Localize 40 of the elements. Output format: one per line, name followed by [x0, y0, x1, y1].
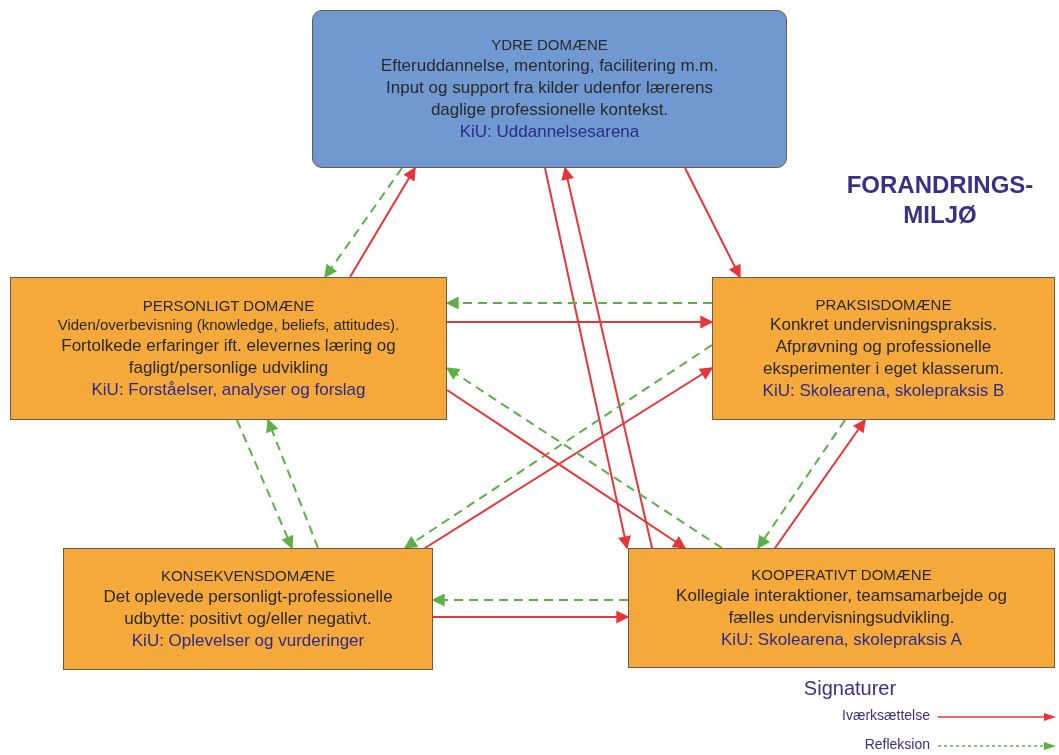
domain-heading: PERSONLIGT DOMÆNE: [142, 295, 315, 316]
legend-text: Iværksættelse: [841, 707, 930, 723]
arrow: [236, 419, 294, 550]
legend-heading: Signaturer: [802, 676, 898, 701]
description-text: Viden/overbevisning (knowledge, beliefs, attitudes).: [57, 315, 400, 335]
arena-text: KiU: Skolearena, skolepraksis A: [721, 628, 962, 651]
arrow: [432, 610, 630, 624]
arrow: [544, 167, 631, 550]
legend-text: Refleksion: [863, 736, 930, 752]
description-text: Kollegiale interaktioner, teamsamarbejde og fælles undervisningsudvikling.: [675, 584, 1008, 629]
domain-box: [63, 548, 433, 670]
description-text: Det oplevede personligt-professionelle udbytte: positivt og/eller negativt.: [102, 585, 394, 630]
description-text: Efteruddannelse, mentoring, facilitering m.m. Input og support fra kilder udenfor lærerens daglige professionelle kontekst.: [379, 54, 720, 121]
arena-text: KiU: Uddannelsesarena: [459, 120, 640, 143]
rounded-box: [312, 10, 787, 168]
arena-text: KiU: Skolearena, skolepraksis B: [762, 380, 1005, 403]
arena-text: KiU: Oplevelser og vurderinger: [131, 629, 365, 652]
arrow: [266, 418, 319, 549]
domain-box: [628, 548, 1055, 668]
arrow: [684, 167, 741, 279]
arrow: [349, 166, 416, 278]
arrow: [446, 315, 714, 329]
arrow: [445, 296, 713, 310]
domain-box: [10, 277, 447, 420]
arrow: [324, 167, 403, 279]
arrow: [561, 166, 653, 549]
arrow: [431, 593, 629, 607]
domain-box: [712, 277, 1055, 420]
arrow: [446, 389, 687, 549]
domain-heading: YDRE DOMÆNE: [491, 35, 608, 55]
domain-heading: KONSEKVENSDOMÆNE: [160, 566, 336, 586]
arena-text: KiU: Forståelser, analyser og forslag: [91, 379, 366, 402]
domain-heading: KOOPERATIVT DOMÆNE: [751, 565, 932, 585]
domain-heading: PRAKSISDOMÆNE: [815, 294, 952, 315]
environment-title: FORANDRINGS- MILJØ: [845, 170, 1035, 230]
arrow: [403, 344, 713, 549]
arrow: [774, 418, 866, 549]
description-text: Fortolkede erfaringer ift. elevernes læring og fagligt/personlige udvikling: [60, 334, 397, 379]
arrow: [757, 419, 846, 550]
description-text: Konkret undervisningspraksis. Afprøvning og professionelle eksperimenter i eget klasserum.: [762, 314, 1005, 381]
